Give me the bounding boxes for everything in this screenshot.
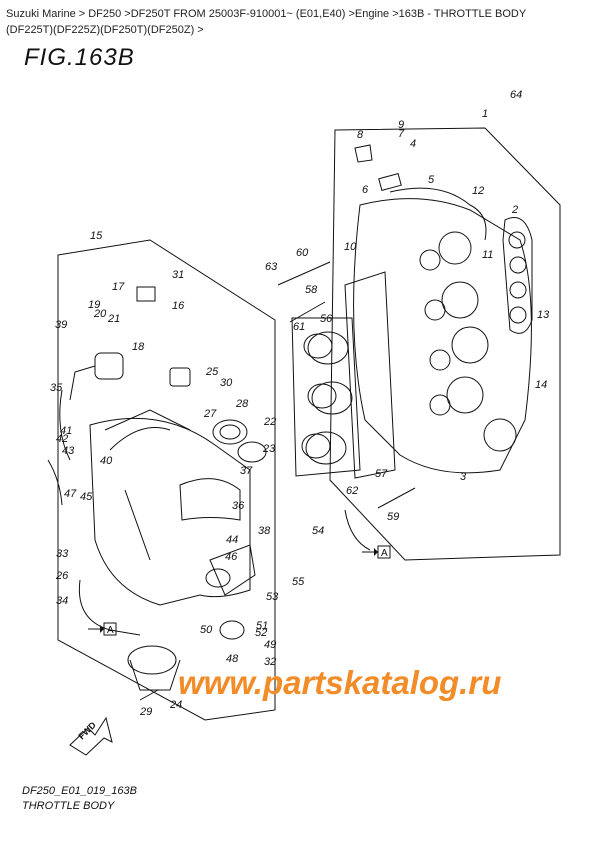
callout-61[interactable]: 61: [293, 321, 305, 333]
silencer-body: [89, 417, 251, 606]
callout-27[interactable]: 27: [203, 408, 217, 420]
callout-40[interactable]: 40: [100, 455, 113, 467]
fwd-label: FWD: [76, 719, 98, 741]
callout-30[interactable]: 30: [220, 377, 233, 389]
manifold-body: [353, 198, 532, 474]
breadcrumb-line-1[interactable]: Suzuki Marine > DF250 >DF250T FROM 25003…: [6, 8, 527, 20]
callout-58[interactable]: 58: [305, 284, 318, 296]
gasket-2: [502, 217, 533, 334]
callout-24[interactable]: 24: [169, 699, 182, 711]
callout-16[interactable]: 16: [172, 300, 185, 312]
figure-title: FIG.163B: [24, 44, 135, 71]
callout-46[interactable]: 46: [225, 551, 238, 563]
callout-57[interactable]: 57: [375, 468, 388, 480]
callout-64[interactable]: 64: [510, 89, 522, 101]
callout-54[interactable]: 54: [312, 525, 324, 537]
callout-21[interactable]: 21: [107, 313, 120, 325]
breadcrumb: Suzuki Marine > DF250 >DF250T FROM 25003…: [6, 6, 566, 38]
callout-12[interactable]: 12: [472, 185, 484, 197]
callout-51[interactable]: 51: [256, 620, 268, 632]
footer-code: DF250_E01_019_163B: [22, 785, 137, 797]
callout-43[interactable]: 43: [62, 445, 75, 457]
callout-2[interactable]: 2: [511, 204, 518, 216]
ref-box-a-top: A: [362, 545, 391, 559]
callout-19[interactable]: 19: [88, 299, 100, 311]
ref-a-bottom-label: A: [107, 625, 114, 636]
callout-3[interactable]: 3: [460, 471, 467, 483]
callout-45[interactable]: 45: [80, 491, 93, 503]
gasket-57: [344, 271, 396, 479]
callout-26[interactable]: 26: [55, 570, 69, 582]
callout-25[interactable]: 25: [205, 366, 219, 378]
ref-a-top-label: A: [381, 548, 388, 559]
callout-35[interactable]: 35: [50, 382, 63, 394]
callout-55[interactable]: 55: [292, 576, 305, 588]
callout-20[interactable]: 20: [93, 308, 107, 320]
callout-29[interactable]: 29: [139, 706, 152, 718]
callout-38[interactable]: 38: [258, 525, 271, 537]
breadcrumb-line-2[interactable]: (DF225T)(DF225Z)(DF250T)(DF250Z) >: [6, 24, 204, 36]
callout-28[interactable]: 28: [235, 398, 249, 410]
callout-42[interactable]: 42: [56, 433, 68, 445]
callout-17[interactable]: 17: [112, 281, 125, 293]
hose-12: [389, 187, 487, 241]
callout-33[interactable]: 33: [56, 548, 69, 560]
callout-39[interactable]: 39: [55, 319, 67, 331]
callout-44[interactable]: 44: [226, 534, 238, 546]
callout-34[interactable]: 34: [56, 595, 68, 607]
callout-59[interactable]: 59: [387, 511, 399, 523]
frame-left: [57, 239, 276, 721]
callout-62[interactable]: 62: [346, 485, 358, 497]
callout-50[interactable]: 50: [200, 624, 213, 636]
callout-41[interactable]: 41: [60, 425, 72, 437]
callout-14[interactable]: 14: [535, 379, 547, 391]
callout-11[interactable]: 11: [482, 249, 493, 261]
callout-6[interactable]: 6: [362, 184, 369, 196]
frame-upper-right: [329, 127, 561, 561]
ref-box-a-bottom: A: [88, 622, 117, 636]
callout-18[interactable]: 18: [132, 341, 145, 353]
callout-1[interactable]: 1: [482, 108, 488, 120]
footer-caption: THROTTLE BODY: [22, 800, 115, 812]
callout-31[interactable]: 31: [172, 269, 184, 281]
callout-49[interactable]: 49: [264, 639, 276, 651]
callout-63[interactable]: 63: [265, 261, 278, 273]
callout-4[interactable]: 4: [410, 138, 416, 150]
watermark: www.partskatalog.ru: [178, 664, 502, 701]
callout-22[interactable]: 22: [263, 416, 276, 428]
callout-15[interactable]: 15: [90, 230, 103, 242]
callout-36[interactable]: 36: [232, 500, 245, 512]
callout-56[interactable]: 56: [320, 313, 333, 325]
callout-53[interactable]: 53: [266, 591, 279, 603]
callout-32[interactable]: 32: [264, 656, 276, 668]
callout-52[interactable]: 52: [255, 627, 267, 639]
callout-7[interactable]: 7: [398, 128, 405, 140]
fwd-arrow-icon: FWD: [69, 716, 113, 756]
callout-47[interactable]: 47: [64, 488, 77, 500]
callout-48[interactable]: 48: [226, 653, 239, 665]
callout-37[interactable]: 37: [240, 465, 253, 477]
callout-5[interactable]: 5: [428, 174, 435, 186]
callout-9[interactable]: 9: [398, 119, 404, 131]
callout-10[interactable]: 10: [344, 241, 357, 253]
callout-8[interactable]: 8: [357, 129, 364, 141]
callout-13[interactable]: 13: [537, 309, 550, 321]
callout-23[interactable]: 23: [262, 443, 276, 455]
callout-60[interactable]: 60: [296, 247, 309, 259]
